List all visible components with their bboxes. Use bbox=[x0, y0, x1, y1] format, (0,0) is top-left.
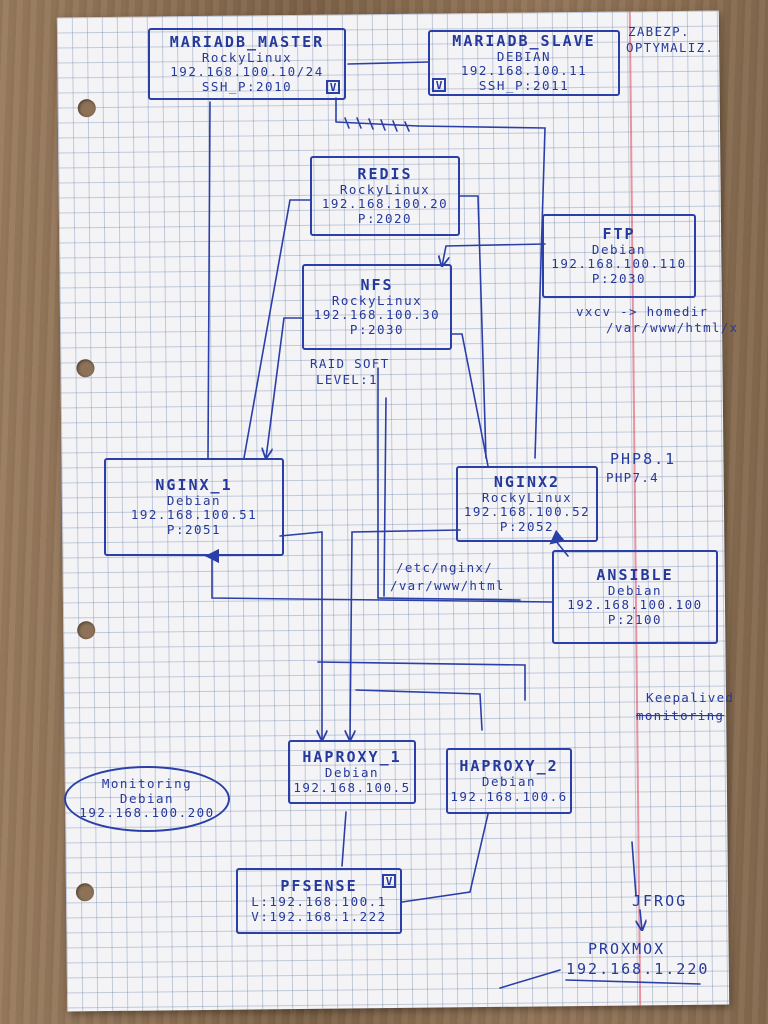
nginx2-ip: 192.168.100.52 bbox=[463, 504, 591, 520]
mariadb-master-check-mark: V bbox=[326, 80, 340, 94]
mariadb-slave-os: DEBIAN bbox=[496, 49, 552, 65]
pfsense-check-mark: V bbox=[382, 874, 396, 888]
nginx2-os: RockyLinux bbox=[481, 490, 573, 506]
link-master-nginx1 bbox=[207, 101, 211, 459]
monitoring-ip: 192.168.100.200 bbox=[79, 805, 215, 821]
mariadb-slave-node: MARIADB_SLAVE DEBIAN 192.168.100.11 SSH_… bbox=[428, 30, 620, 96]
nfs-port: P:2030 bbox=[349, 321, 405, 337]
ansible-title: ANSIBLE bbox=[596, 565, 674, 584]
keepalived-struck-note: monitoring bbox=[636, 708, 725, 723]
ftp-ip: 192.168.100.110 bbox=[551, 256, 687, 272]
link-haproxy1-pfsense bbox=[341, 811, 347, 867]
ftp-title: FTP bbox=[602, 224, 636, 243]
link-ansible-nginx2 bbox=[549, 529, 569, 557]
keepalived-note: Keepalived bbox=[646, 690, 735, 705]
ansible-os: Debian bbox=[607, 583, 663, 599]
link-nfs-shared-storage bbox=[377, 367, 521, 601]
nginx1-node: NGINX_1 Debian 192.168.100.51 P:2051 bbox=[104, 458, 284, 556]
nfs-ip: 192.168.100.30 bbox=[313, 307, 441, 323]
redis-ip: 192.168.100.20 bbox=[321, 196, 449, 212]
ftp-path-note-1: vxcv -> homedir bbox=[576, 304, 709, 319]
link-redis-nginx2 bbox=[459, 195, 487, 459]
proxmox-ip-note: 192.168.1.220 bbox=[566, 960, 710, 978]
ansible-node: ANSIBLE Debian 192.168.100.100 P:2100 bbox=[552, 550, 718, 644]
pfsense-wan-ip: V:192.168.1.222 bbox=[251, 908, 387, 924]
ftp-port: P:2030 bbox=[591, 270, 647, 286]
mariadb-slave-ip: 192.168.100.11 bbox=[460, 63, 588, 79]
link-nfs-nginx1 bbox=[266, 317, 303, 458]
mariadb-slave-check-mark: V bbox=[432, 78, 446, 92]
pfsense-title: PFSENSE bbox=[280, 877, 358, 895]
nginx1-ip: 192.168.100.51 bbox=[130, 507, 258, 523]
nginx2-node: NGINX2 RockyLinux 192.168.100.52 P:2052 bbox=[456, 466, 598, 542]
nfs-os: RockyLinux bbox=[331, 293, 423, 309]
link-redis-nginx1 bbox=[243, 199, 311, 459]
zabezp-note: ZABEZP. bbox=[628, 24, 690, 39]
haproxy1-title: HAPROXY_1 bbox=[302, 748, 402, 766]
nginx-path-note-1: /etc/nginx/ bbox=[396, 560, 494, 575]
monitoring-node: Monitoring Debian 192.168.100.200 bbox=[64, 766, 230, 832]
mariadb-slave-port: SSH_P:2011 bbox=[478, 77, 570, 93]
ansible-ip: 192.168.100.100 bbox=[567, 597, 703, 613]
link-slave-nginx2 bbox=[417, 125, 546, 459]
link-ftp-nfs bbox=[442, 243, 546, 266]
nginx2-title: NGINX2 bbox=[493, 472, 561, 491]
mariadb-slave-title: MARIADB_SLAVE bbox=[452, 31, 596, 50]
link-nginx2-haproxy1 bbox=[350, 529, 461, 740]
haproxy2-title: HAPROXY_2 bbox=[459, 757, 559, 775]
mariadb-master-os: RockyLinux bbox=[201, 50, 293, 66]
ftp-os: Debian bbox=[591, 242, 647, 258]
mariadb-master-port: SSH_P:2010 bbox=[201, 78, 293, 94]
pfsense-node: PFSENSE L:192.168.100.1 V:192.168.1.222 bbox=[236, 868, 402, 934]
link-nginx1-haproxy1 bbox=[279, 531, 322, 740]
optymaliz-note: OPTYMALIZ. bbox=[626, 40, 715, 55]
mariadb-master-ip: 192.168.100.10/24 bbox=[170, 64, 324, 80]
haproxy2-node: HAPROXY_2 Debian 192.168.100.6 bbox=[446, 748, 572, 814]
ftp-path-note-2: /var/www/html/x bbox=[606, 320, 739, 335]
redis-title: REDIS bbox=[357, 164, 413, 183]
nginx-path-note-2: /var/www/html bbox=[390, 578, 505, 593]
link-replication-hatch bbox=[335, 97, 419, 132]
nfs-title: NFS bbox=[360, 275, 394, 294]
link-jfrog bbox=[632, 841, 642, 930]
php74-note: PHP7.4 bbox=[606, 470, 659, 485]
link-ansible-nginx1 bbox=[204, 548, 553, 603]
ansible-port: P:2100 bbox=[607, 611, 663, 627]
link-nfs-nginx2 bbox=[451, 333, 489, 467]
haproxy2-os: Debian bbox=[481, 774, 537, 790]
haproxy2-ip: 192.168.100.6 bbox=[450, 788, 568, 804]
php81-note: PHP8.1 bbox=[610, 450, 677, 468]
monitoring-os: Debian bbox=[119, 790, 175, 806]
redis-node: REDIS RockyLinux 192.168.100.20 P:2020 bbox=[310, 156, 460, 236]
mariadb-master-node: MARIADB_MASTER RockyLinux 192.168.100.10… bbox=[148, 28, 346, 100]
haproxy1-os: Debian bbox=[324, 765, 380, 781]
nginx1-port: P:2051 bbox=[166, 521, 222, 537]
mariadb-master-title: MARIADB_MASTER bbox=[169, 32, 325, 51]
link-nginx2-haproxy2 bbox=[355, 689, 483, 731]
haproxy1-node: HAPROXY_1 Debian 192.168.100.5 bbox=[288, 740, 416, 804]
nginx1-title: NGINX_1 bbox=[155, 475, 233, 494]
raid-note-1: RAID SOFT bbox=[310, 356, 390, 371]
pfsense-lan-ip: L:192.168.100.1 bbox=[251, 894, 387, 910]
haproxy1-ip: 192.168.100.5 bbox=[293, 779, 411, 795]
jfrog-note: JFROG bbox=[632, 892, 688, 910]
proxmox-note: PROXMOX bbox=[588, 940, 666, 958]
redis-port: P:2020 bbox=[357, 210, 413, 226]
ftp-node: FTP Debian 192.168.100.110 P:2030 bbox=[542, 214, 696, 298]
link-nginx1-haproxy bbox=[317, 661, 526, 701]
nfs-node: NFS RockyLinux 192.168.100.30 P:2030 bbox=[302, 264, 452, 350]
proxmox-underline bbox=[499, 969, 701, 989]
redis-os: RockyLinux bbox=[339, 182, 431, 198]
nginx2-port: P:2052 bbox=[499, 518, 555, 534]
raid-note-2: LEVEL:1 bbox=[316, 372, 378, 387]
nginx1-os: Debian bbox=[166, 493, 222, 509]
link-haproxy2-pfsense bbox=[401, 813, 489, 903]
link-master-slave bbox=[347, 61, 429, 65]
monitoring-title: Monitoring bbox=[101, 776, 193, 792]
